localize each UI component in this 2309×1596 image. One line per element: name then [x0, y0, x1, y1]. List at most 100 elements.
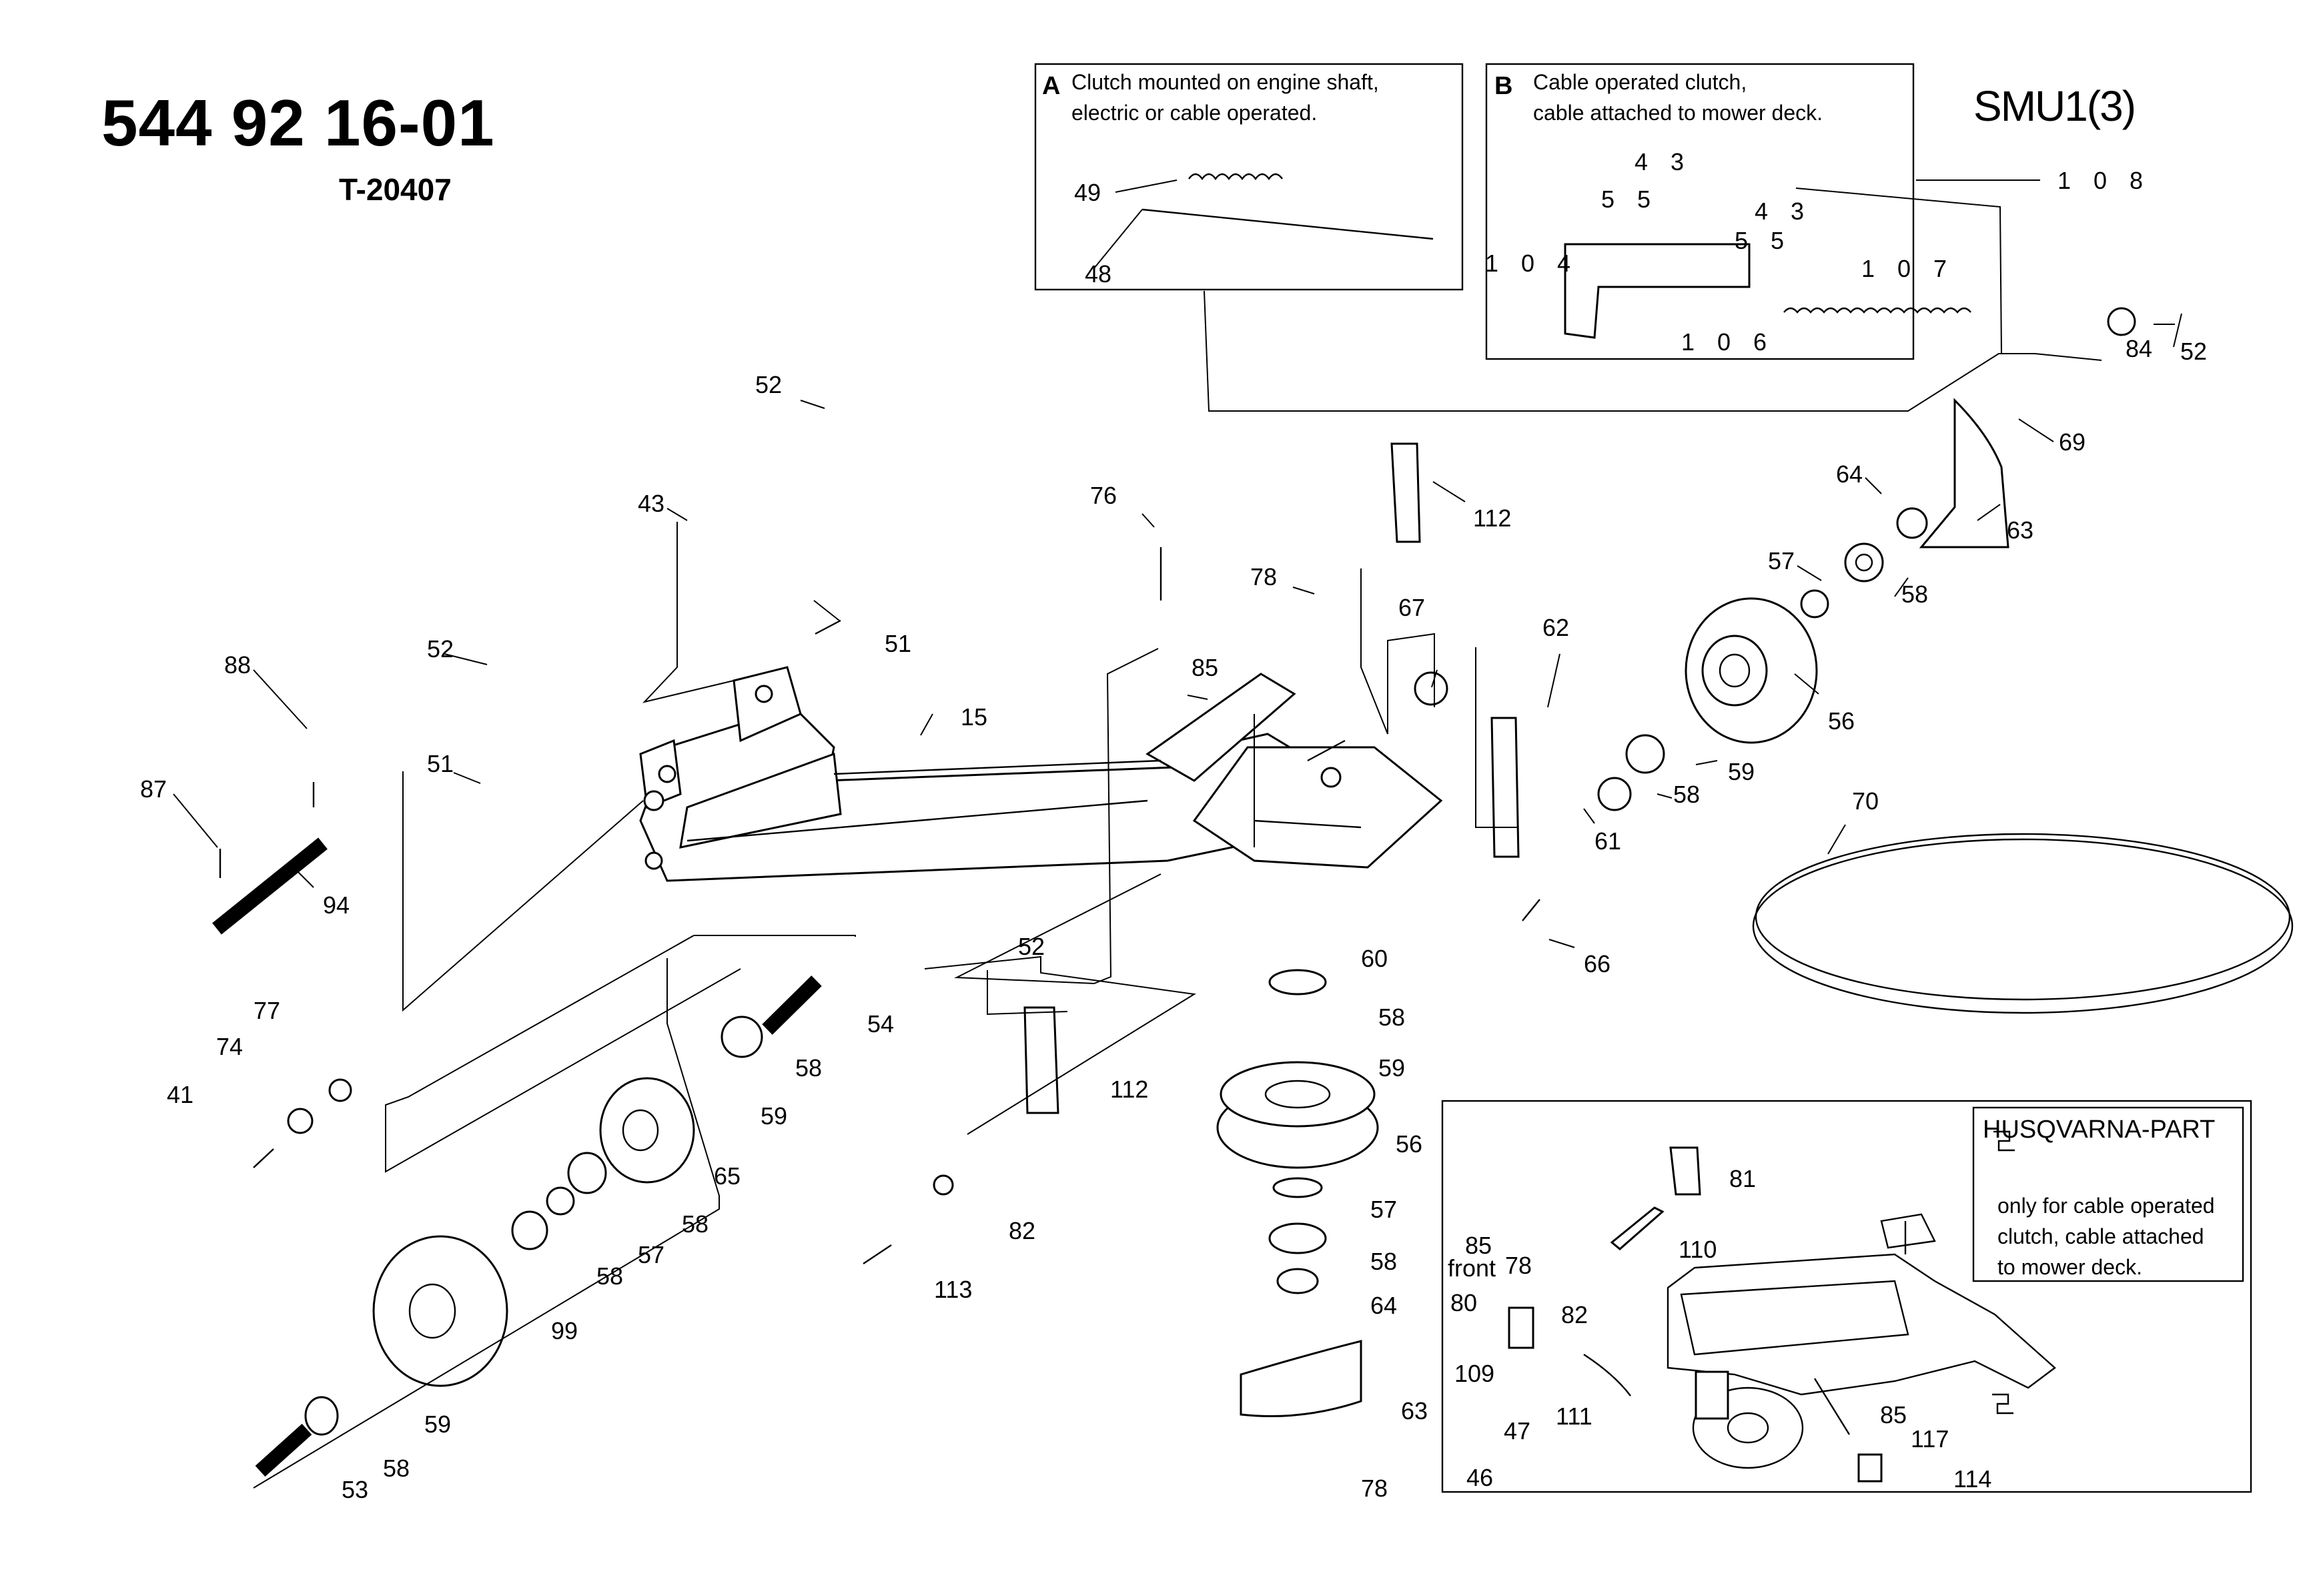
pins-and-shafts	[212, 547, 1540, 1477]
callout: 15	[961, 703, 988, 731]
inset-b-frame	[1485, 63, 1915, 360]
callout: 78	[1505, 1252, 1532, 1279]
callout: 70	[1852, 787, 1879, 815]
pulley-65	[599, 1077, 695, 1184]
inset-a-caption: Clutch mounted on engine shaft, electric…	[1071, 67, 1379, 128]
callout: 57	[1370, 1196, 1398, 1223]
callout: 49	[1074, 179, 1101, 206]
callout: 51	[427, 750, 454, 777]
callout: 58	[1673, 781, 1701, 808]
page-code: SMU1(3)	[1973, 82, 2136, 130]
callout: 1 0 7	[1861, 255, 1955, 282]
callout: 58	[795, 1054, 823, 1082]
inset-b-caption-line2: cable attached to mower deck.	[1533, 101, 1823, 125]
main-frame-15	[639, 666, 1443, 882]
callout: 59	[424, 1411, 452, 1438]
callout: 85	[1465, 1232, 1492, 1259]
inset-leader-line	[1204, 290, 2102, 412]
callout: 56	[1396, 1130, 1423, 1158]
callout-leaders	[173, 179, 2182, 948]
callout: 112	[1110, 1076, 1149, 1103]
callout: 67	[1398, 594, 1426, 621]
callout: 52	[755, 371, 783, 398]
callout: 59	[1728, 758, 1755, 785]
husqvarna-note: only for cable operated clutch, cable at…	[1997, 1190, 2215, 1282]
callout: 46	[1466, 1464, 1494, 1491]
callout: 64	[1836, 460, 1863, 488]
belt-guards-63	[1240, 398, 2009, 1417]
callout: 114	[1953, 1465, 1992, 1493]
inset-b-leader-line	[1795, 187, 2002, 354]
callout: 85	[1880, 1401, 1907, 1429]
callout: 58	[1370, 1248, 1398, 1275]
drawing-number: T-20407	[339, 172, 452, 207]
spring-107	[1783, 307, 1971, 314]
spring-49	[1188, 173, 1283, 181]
callout: 54	[867, 1010, 895, 1038]
callout: 63	[2007, 516, 2034, 544]
callout: 5 5	[1735, 227, 1793, 254]
inset-a-frame	[1034, 63, 1464, 291]
callout: 47	[1504, 1417, 1531, 1445]
callout: 81	[1729, 1165, 1757, 1192]
bracket-104	[1564, 243, 1751, 339]
inset-b-caption-line1: Cable operated clutch,	[1533, 70, 1747, 94]
callout: 57	[1768, 547, 1795, 574]
callout: 112	[1473, 504, 1512, 532]
callout: 65	[714, 1162, 741, 1190]
callout: 85	[1192, 654, 1219, 681]
callout: 60	[1361, 945, 1388, 972]
pulley-56-lower	[1216, 1061, 1379, 1169]
callout: 58	[1901, 580, 1929, 608]
callout: 52	[1018, 933, 1045, 960]
callout: 1 0 8	[2057, 167, 2152, 194]
callout: 64	[1370, 1292, 1398, 1319]
callout: 52	[427, 635, 454, 663]
callout: 84	[2126, 335, 2153, 362]
husqvarna-note-line1: only for cable operated	[1997, 1194, 2215, 1218]
callout: 99	[551, 1317, 578, 1344]
callout: 52	[2180, 338, 2208, 365]
pulley-99	[372, 1235, 508, 1387]
washers	[287, 307, 2136, 1436]
callout: 5 5	[1601, 185, 1659, 213]
tractor-sketch	[1667, 1213, 2056, 1469]
callout: 43	[638, 490, 665, 517]
callout: 66	[1584, 950, 1611, 977]
husqvarna-title-frame	[1972, 1106, 2244, 1282]
callout: 1 0 4	[1485, 250, 1579, 277]
callout: 56	[1828, 707, 1855, 735]
callout: 53	[342, 1476, 369, 1503]
callout: 87	[140, 775, 167, 803]
husqvarna-parts-small	[1508, 1130, 2015, 1483]
callout: 82	[1009, 1217, 1036, 1244]
callout: 69	[2059, 428, 2086, 456]
callout: 88	[224, 651, 252, 679]
callout: 82	[1561, 1301, 1588, 1328]
callout: 48	[1085, 260, 1112, 288]
callout: 58	[1378, 1004, 1406, 1031]
inset-b-letter: B	[1494, 72, 1513, 100]
callout: 58	[596, 1262, 624, 1290]
callout: 76	[1090, 482, 1117, 509]
inset-b-caption: Cable operated clutch, cable attached to…	[1533, 67, 1823, 128]
front-label: front	[1448, 1254, 1496, 1282]
callout: 59	[761, 1102, 788, 1130]
belt-70	[1752, 833, 2294, 1014]
callout: 63	[1401, 1397, 1428, 1425]
husqvarna-note-line3: to mower deck.	[1997, 1255, 2142, 1279]
callout: 111	[1556, 1403, 1592, 1430]
callout: 41	[167, 1081, 194, 1108]
callout: 117	[1911, 1425, 1949, 1453]
callout: 94	[323, 891, 350, 919]
part-number: 544 92 16-01	[101, 86, 495, 159]
callout: 80	[1450, 1289, 1478, 1316]
husqvarna-note-line2: clutch, cable attached	[1997, 1224, 2204, 1248]
callout: 113	[934, 1276, 973, 1303]
callout: 61	[1594, 827, 1622, 855]
callout: 59	[1378, 1054, 1406, 1082]
callout: 58	[682, 1210, 709, 1238]
callout: 58	[383, 1455, 410, 1482]
callout: 62	[1542, 614, 1570, 641]
